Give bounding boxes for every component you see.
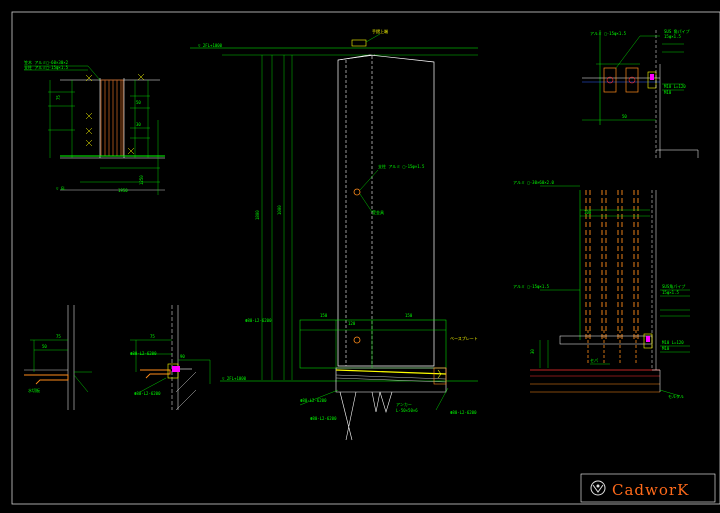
label-detail-5: Φ80-L2-6200 <box>450 410 477 415</box>
detail-top-left: 笠木 アルミ□-60×30×2 支柱 アルミ□-15φ×1.5 1950 ▽ G… <box>24 59 165 195</box>
label-right-top-3: 15φ×1.5 <box>664 34 681 39</box>
drawing-frame <box>11 11 720 505</box>
dim-100: 100 <box>584 210 592 215</box>
label-right-mid-1: アルミ □-30×60×2.0 <box>513 180 554 185</box>
label-right-top-2: SUS 角パイプ <box>664 28 690 34</box>
label-right-bolt-1: M10 L=120 <box>664 84 686 89</box>
dim-120: 120 <box>348 321 356 326</box>
label-right-mid-3: SUS角パイプ <box>662 283 685 289</box>
dim-150-a: 150 <box>320 313 328 318</box>
label-right-top-1: アルミ □-15φ×1.5 <box>590 31 627 36</box>
dim-50-b: 50 <box>42 344 47 349</box>
label-right-low-3: セパ <box>590 358 598 363</box>
detail-center-elevation: ▽ 2FL+1000 1800 1000 手摺上端 支柱 アルミ □-15φ×1… <box>190 28 478 441</box>
detail-right-middle: アルミ □-30×60×2.0 アルミ □-15φ×1.5 SUS角パイプ 15… <box>513 180 690 370</box>
detail-bottom-left-2: 75 90 Φ80-L2-6200 Φ80-L2-6200 <box>130 305 211 411</box>
dim-30-b: 30 <box>530 349 535 354</box>
dim-1250: 1250 <box>139 175 144 185</box>
dim-90: 90 <box>180 354 185 359</box>
label-post: 支柱 アルミ □-15φ×1.5 <box>378 163 425 169</box>
detail-right-lower: M10 L=120 M10 セパ モルタル 30 <box>530 330 690 399</box>
dim-1800: 1800 <box>255 210 260 220</box>
logo-text: CadworK <box>612 481 689 499</box>
label-detail-6: L-50×50×6 <box>396 408 418 413</box>
label-detail-2: Φ80-L2-6200 <box>245 318 272 323</box>
label-right-mid-4: 15φ×1.5 <box>662 290 679 295</box>
dim-75-c: 75 <box>150 334 155 339</box>
dim-30-a: 30 <box>136 122 141 127</box>
dim-1000: 1000 <box>277 205 282 215</box>
dim-50-a: 50 <box>136 100 141 105</box>
note-center-top: ▽ 2FL+1000 <box>198 43 223 48</box>
label-right-low-2: M10 <box>662 346 670 351</box>
label-base: ベースプレート <box>450 335 478 341</box>
detail-top-right: アルミ □-15φ×1.5 SUS 角パイプ 15φ×1.5 M10 L=120… <box>582 28 699 158</box>
label-top: 手摺上端 <box>372 28 388 34</box>
label-right-low-1: M10 L=120 <box>662 340 684 345</box>
cadwork-logo: CadworK <box>580 473 716 503</box>
label-top-left-2: 支柱 アルミ□-15φ×1.5 <box>24 64 69 70</box>
label-right-low-4: モルタル <box>668 393 684 399</box>
label-detail-3b: Φ80-L2-6200 <box>130 351 157 356</box>
label-detail-2b: Φ80-L2-6200 <box>134 391 161 396</box>
dim-150-b: 150 <box>405 313 413 318</box>
label-right-bolt-2: M10 <box>664 90 672 95</box>
label-detail-1: アンカー <box>396 402 412 407</box>
label-small-1: 水切板 <box>28 387 40 393</box>
note-center-mid: ▽ 2FL+1000 <box>222 376 247 381</box>
label-right-mid-2: アルミ □-15φ×1.5 <box>513 284 550 289</box>
dim-75-b: 75 <box>56 334 61 339</box>
label-bracket: 受金具 <box>372 209 384 215</box>
label-detail-3: Φ80-L2-6200 <box>300 398 327 403</box>
detail-bottom-left-1: 75 50 水切板 <box>24 305 92 410</box>
label-detail-4: Φ80-L2-6200 <box>310 416 337 421</box>
dim-50-c: 50 <box>622 114 627 119</box>
dim-1950: 1950 <box>118 188 128 193</box>
gl-label-1: ▽ GL <box>56 186 66 191</box>
dim-75-a: 75 <box>56 95 61 100</box>
logo-emblem-icon <box>590 480 606 496</box>
label-top-left-1: 笠木 アルミ□-60×30×2 <box>24 59 69 65</box>
